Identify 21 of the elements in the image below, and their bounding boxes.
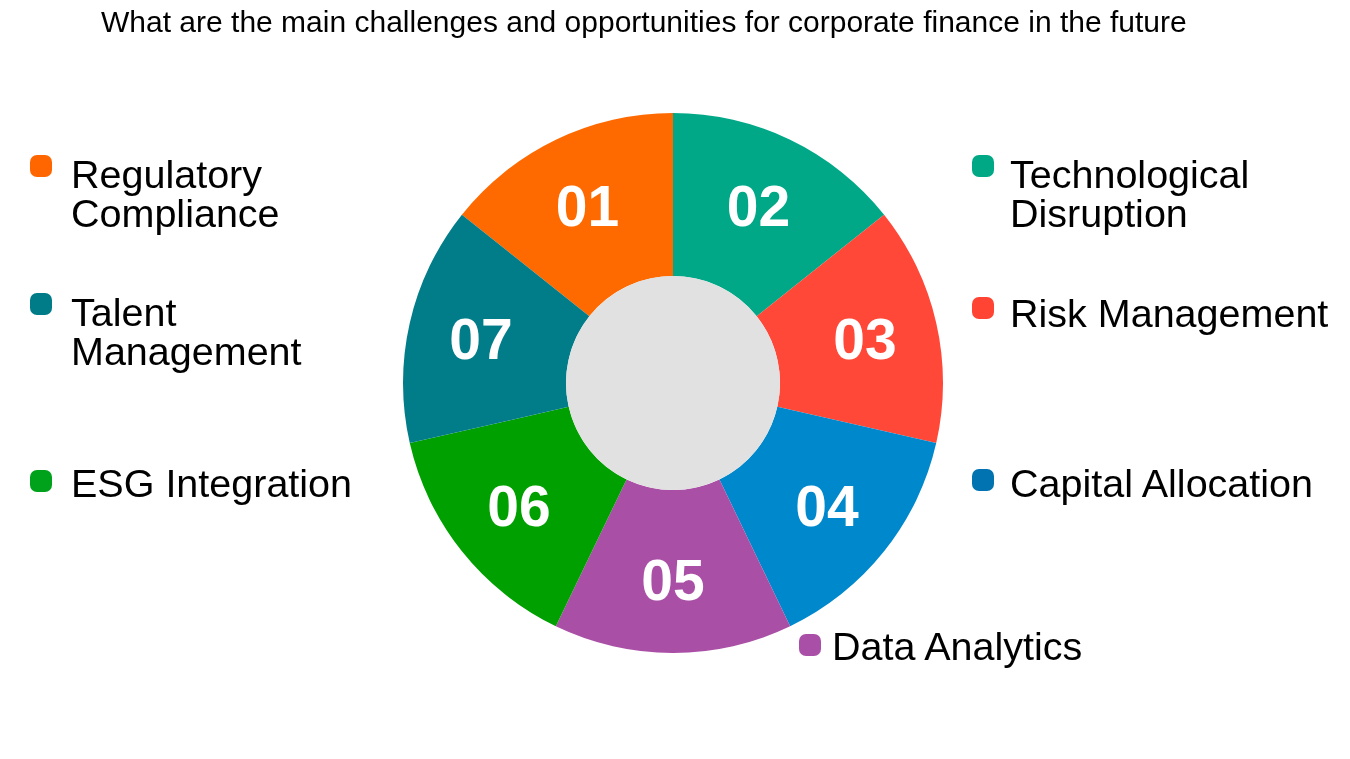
legend-label: Data Analytics: [832, 627, 1083, 666]
segment-number: 03: [833, 310, 897, 368]
donut-segment: [461, 113, 673, 317]
segment-number: 05: [641, 551, 705, 609]
legend-label: ESG Integration: [71, 464, 353, 503]
segment-number: 01: [555, 177, 620, 234]
legend-label: Technological Disruption: [1010, 155, 1251, 233]
segment-number: 02: [726, 177, 791, 234]
segment-number: 04: [795, 477, 859, 535]
legend-label: Risk Management: [1010, 294, 1329, 333]
legend-label: Regulatory Compliance: [71, 155, 281, 233]
donut-segment: [555, 479, 791, 653]
segment-number: 07: [449, 310, 513, 368]
center-circle: [566, 276, 780, 490]
segment-number: 06: [487, 477, 551, 535]
diagram-title: What are the main challenges and opportunities for corporate finance in the future: [101, 5, 1187, 39]
donut-segment: [719, 406, 937, 627]
legend-label: Talent Management: [71, 293, 303, 371]
donut-segment: [409, 406, 627, 627]
donut-segment: [673, 113, 885, 317]
legend-label: Capital Allocation: [1010, 464, 1314, 503]
